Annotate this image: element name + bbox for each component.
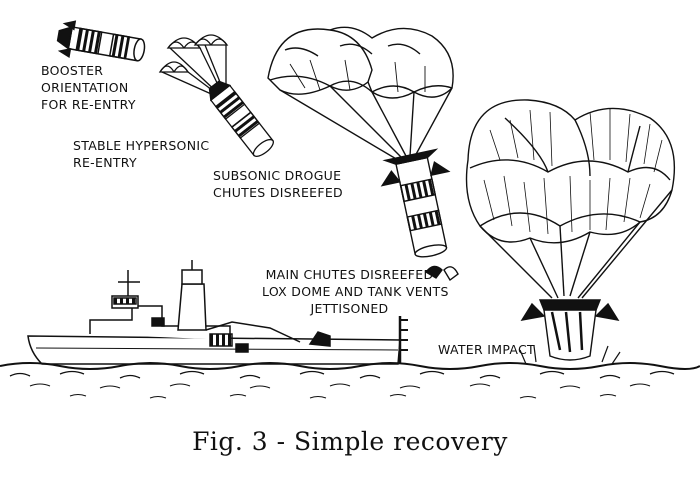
sea-surface [0, 362, 700, 399]
label-water-impact: WATER IMPACT [438, 342, 535, 357]
booster-stage-2 [158, 34, 274, 157]
booster-stage-1 [56, 20, 146, 62]
label-stable-hypersonic: STABLE HYPERSONIC RE-ENTRY [73, 138, 210, 170]
label-booster-orientation: BOOSTER ORIENTATION FOR RE-ENTRY [41, 63, 136, 112]
figure-caption: Fig. 3 - Simple recovery [192, 427, 508, 456]
recovery-ship [27, 260, 408, 365]
label-subsonic-drogue: SUBSONIC DROGUE CHUTES DISREEFED [213, 168, 343, 200]
label-main-chutes: MAIN CHUTES DISREEFED LOX DOME AND TANK … [262, 267, 449, 316]
booster-stage-3-large-chutes [267, 26, 459, 282]
booster-stage-4-main-chutes [465, 99, 676, 365]
